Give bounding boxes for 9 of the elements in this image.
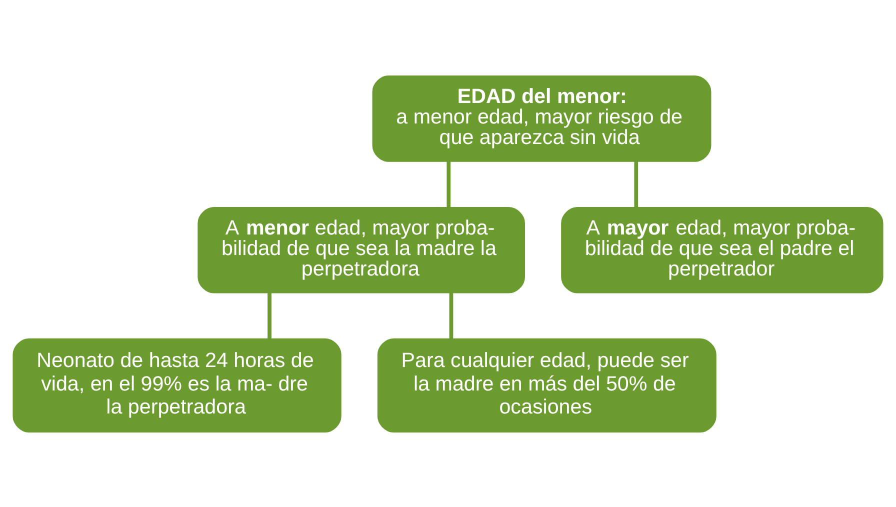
connector [446,160,451,207]
node-box: Para cualquier edad, puede ser la madre en más del 50% de ocasiones [377,338,716,432]
connector [268,292,272,338]
node-box: A mayor edad, mayor proba- bilidad de que sea el padre el perpetrador [561,206,884,293]
node-box: Neonato de hasta 24 horas de vida, en el 99% es la ma- dre la perpetradora [12,338,342,432]
node-box: A menor edad, mayor proba- bilidad de que sea la madre la perpetradora [198,206,525,293]
connector [449,292,454,338]
connector [634,160,638,207]
node-box: EDAD del menor: a menor edad, mayor riesgo de que aparezca sin vida [372,75,712,162]
